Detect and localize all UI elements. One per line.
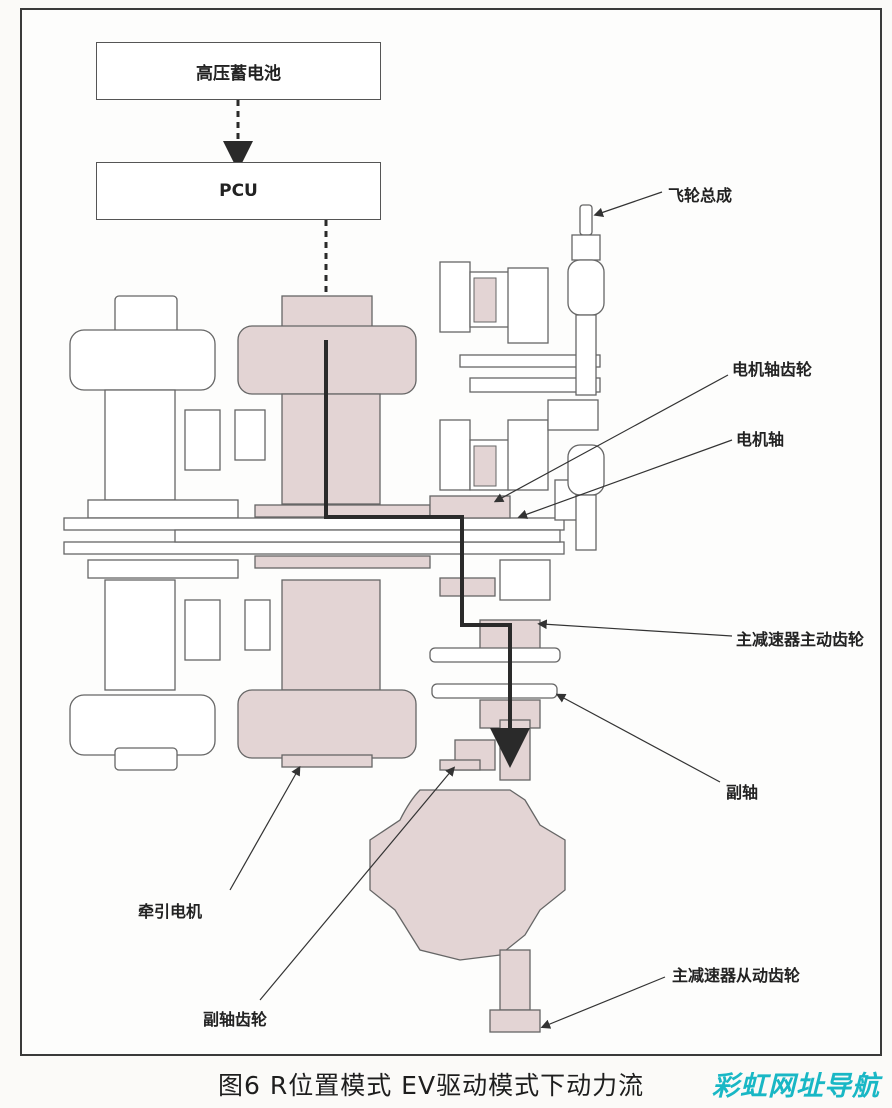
power-flow-path — [324, 340, 530, 768]
countershaft — [429, 559, 561, 699]
pcu-block: PCU — [96, 162, 381, 220]
label-countershaft-gear: 副轴齿轮 — [203, 1010, 268, 1029]
motor-side-brackets — [234, 409, 271, 651]
flywheel — [567, 204, 605, 551]
traction-motor — [237, 295, 431, 768]
label-motor-shaft-gear: 电机轴齿轮 — [732, 360, 813, 379]
label-flywheel: 飞轮总成 — [668, 186, 733, 205]
battery-label: 高压蓄电池 — [196, 63, 281, 84]
countershaft-shaded — [439, 739, 496, 771]
label-countershaft: 副轴 — [726, 783, 759, 802]
label-final-drive-gear: 主减速器主动齿轮 — [736, 630, 865, 649]
leader-lines — [229, 191, 733, 1029]
pcu-label: PCU — [219, 181, 258, 201]
label-traction-motor: 牵引电机 — [138, 902, 203, 921]
main-shaft — [63, 517, 565, 555]
figure-caption: 图6 R位置模式 EV驱动模式下动力流 — [218, 1071, 645, 1100]
watermark-logo: 彩虹网址导航 — [712, 1071, 880, 1102]
label-motor-shaft: 电机轴 — [736, 430, 785, 449]
label-final-driven-gear: 主减速器从动齿轮 — [672, 966, 801, 985]
clutch-plates — [473, 277, 497, 487]
battery-block: 高压蓄电池 — [96, 42, 381, 100]
